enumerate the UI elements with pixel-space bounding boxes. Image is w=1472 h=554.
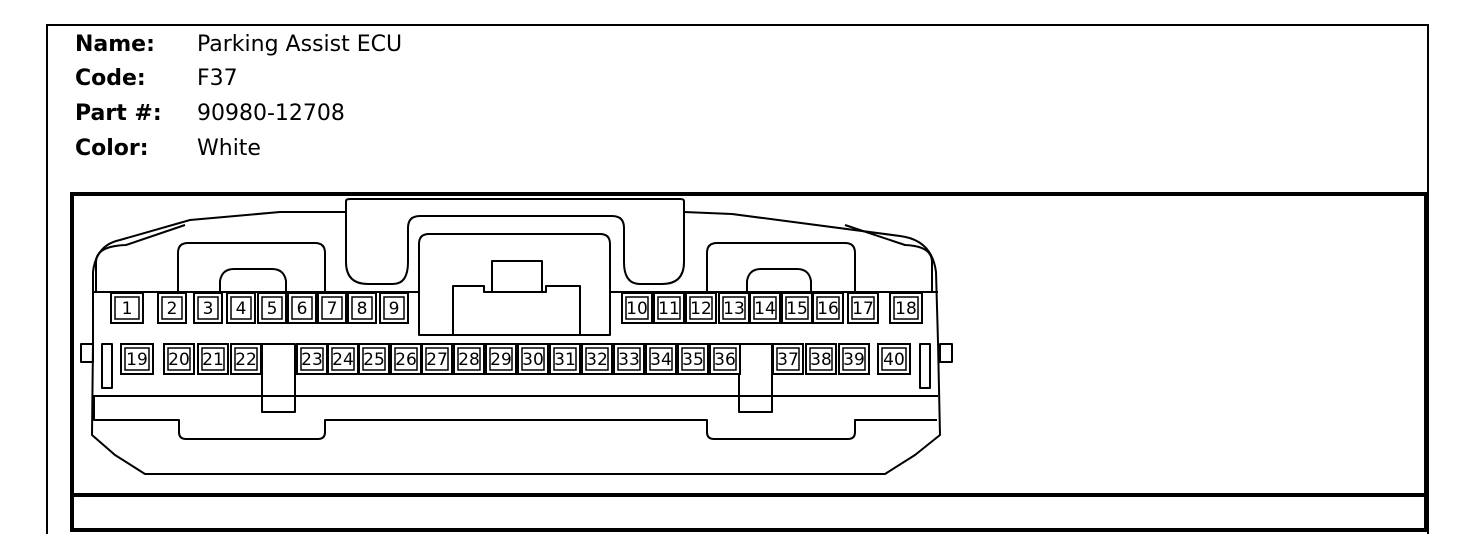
pin-37: 37 <box>772 343 804 375</box>
pin-label: 15 <box>786 299 808 319</box>
pin-12: 12 <box>685 292 717 324</box>
pin-3: 3 <box>193 292 223 324</box>
pin-35: 35 <box>677 343 709 375</box>
pin-39: 39 <box>838 343 870 375</box>
pin-21: 21 <box>197 343 229 375</box>
pin-label: 11 <box>658 299 680 319</box>
color-value: White <box>197 136 261 161</box>
code-label: Code: <box>75 66 146 91</box>
pin-40: 40 <box>877 343 911 375</box>
pin-label: 6 <box>297 299 308 319</box>
pin-label: 18 <box>895 299 917 319</box>
pin-label: 30 <box>522 350 544 370</box>
pin-label: 21 <box>202 350 224 370</box>
pin-label: 23 <box>301 350 323 370</box>
pin-label: 33 <box>618 350 640 370</box>
pin-label: 4 <box>236 299 247 319</box>
pin-label: 36 <box>714 350 736 370</box>
pin-label: 13 <box>723 299 745 319</box>
pin-13: 13 <box>718 292 750 324</box>
pin-label: 8 <box>357 299 368 319</box>
connector-housing <box>80 198 953 475</box>
pin-1: 1 <box>110 292 144 324</box>
part-label: Part #: <box>75 101 162 126</box>
pin-27: 27 <box>421 343 453 375</box>
pin-34: 34 <box>645 343 677 375</box>
pin-label: 34 <box>650 350 672 370</box>
pin-22: 22 <box>230 343 262 375</box>
pin-25: 25 <box>358 343 390 375</box>
pin-label: 16 <box>817 299 839 319</box>
pin-label: 28 <box>458 350 480 370</box>
pin-15: 15 <box>781 292 813 324</box>
name-label: Name: <box>75 32 155 57</box>
color-label: Color: <box>75 136 149 161</box>
pin-8: 8 <box>347 292 377 324</box>
name-value: Parking Assist ECU <box>197 32 403 57</box>
pin-label: 9 <box>389 299 400 319</box>
pin-14: 14 <box>749 292 781 324</box>
pin-label: 27 <box>426 350 448 370</box>
pin-label: 17 <box>852 299 874 319</box>
pin-16: 16 <box>812 292 844 324</box>
pin-33: 33 <box>613 343 645 375</box>
part-value: 90980-12708 <box>197 101 345 126</box>
pin-18: 18 <box>889 292 923 324</box>
pin-label: 38 <box>810 350 832 370</box>
pin-label: 10 <box>626 299 648 319</box>
pin-label: 19 <box>126 350 148 370</box>
pin-row-2: 19 20 21 22 23 24 25 26 27 28 29 30 31 32 33 34 35 36 37 38… <box>120 343 911 375</box>
pin-23: 23 <box>296 343 328 375</box>
pin-5: 5 <box>257 292 287 324</box>
pin-19: 19 <box>120 343 154 375</box>
pin-29: 29 <box>485 343 517 375</box>
pin-label: 22 <box>235 350 257 370</box>
pin-label: 29 <box>490 350 512 370</box>
pin-30: 30 <box>517 343 549 375</box>
pin-26: 26 <box>390 343 422 375</box>
pin-label: 12 <box>690 299 712 319</box>
pin-label: 25 <box>363 350 385 370</box>
pin-7: 7 <box>317 292 347 324</box>
pin-2: 2 <box>157 292 187 324</box>
pin-32: 32 <box>581 343 613 375</box>
pin-label: 31 <box>554 350 576 370</box>
pin-label: 2 <box>167 299 178 319</box>
diagram-box <box>70 192 1428 532</box>
pin-9: 9 <box>379 292 409 324</box>
pin-label: 24 <box>332 350 354 370</box>
pin-4: 4 <box>226 292 256 324</box>
pin-label: 14 <box>754 299 776 319</box>
pin-label: 7 <box>327 299 338 319</box>
pin-17: 17 <box>847 292 879 324</box>
pin-24: 24 <box>327 343 359 375</box>
pin-label: 26 <box>395 350 417 370</box>
pin-label: 35 <box>682 350 704 370</box>
pin-label: 37 <box>777 350 799 370</box>
pin-label: 40 <box>883 350 905 370</box>
pin-label: 20 <box>168 350 190 370</box>
pin-6: 6 <box>287 292 317 324</box>
code-value: F37 <box>197 66 238 91</box>
pin-31: 31 <box>549 343 581 375</box>
pin-38: 38 <box>805 343 837 375</box>
pin-label: 3 <box>203 299 214 319</box>
pin-label: 5 <box>267 299 278 319</box>
pin-label: 1 <box>122 299 133 319</box>
pin-20: 20 <box>163 343 195 375</box>
pin-label: 39 <box>843 350 865 370</box>
pin-11: 11 <box>653 292 685 324</box>
pin-10: 10 <box>621 292 653 324</box>
pin-36: 36 <box>709 343 741 375</box>
pin-label: 32 <box>586 350 608 370</box>
pin-28: 28 <box>453 343 485 375</box>
